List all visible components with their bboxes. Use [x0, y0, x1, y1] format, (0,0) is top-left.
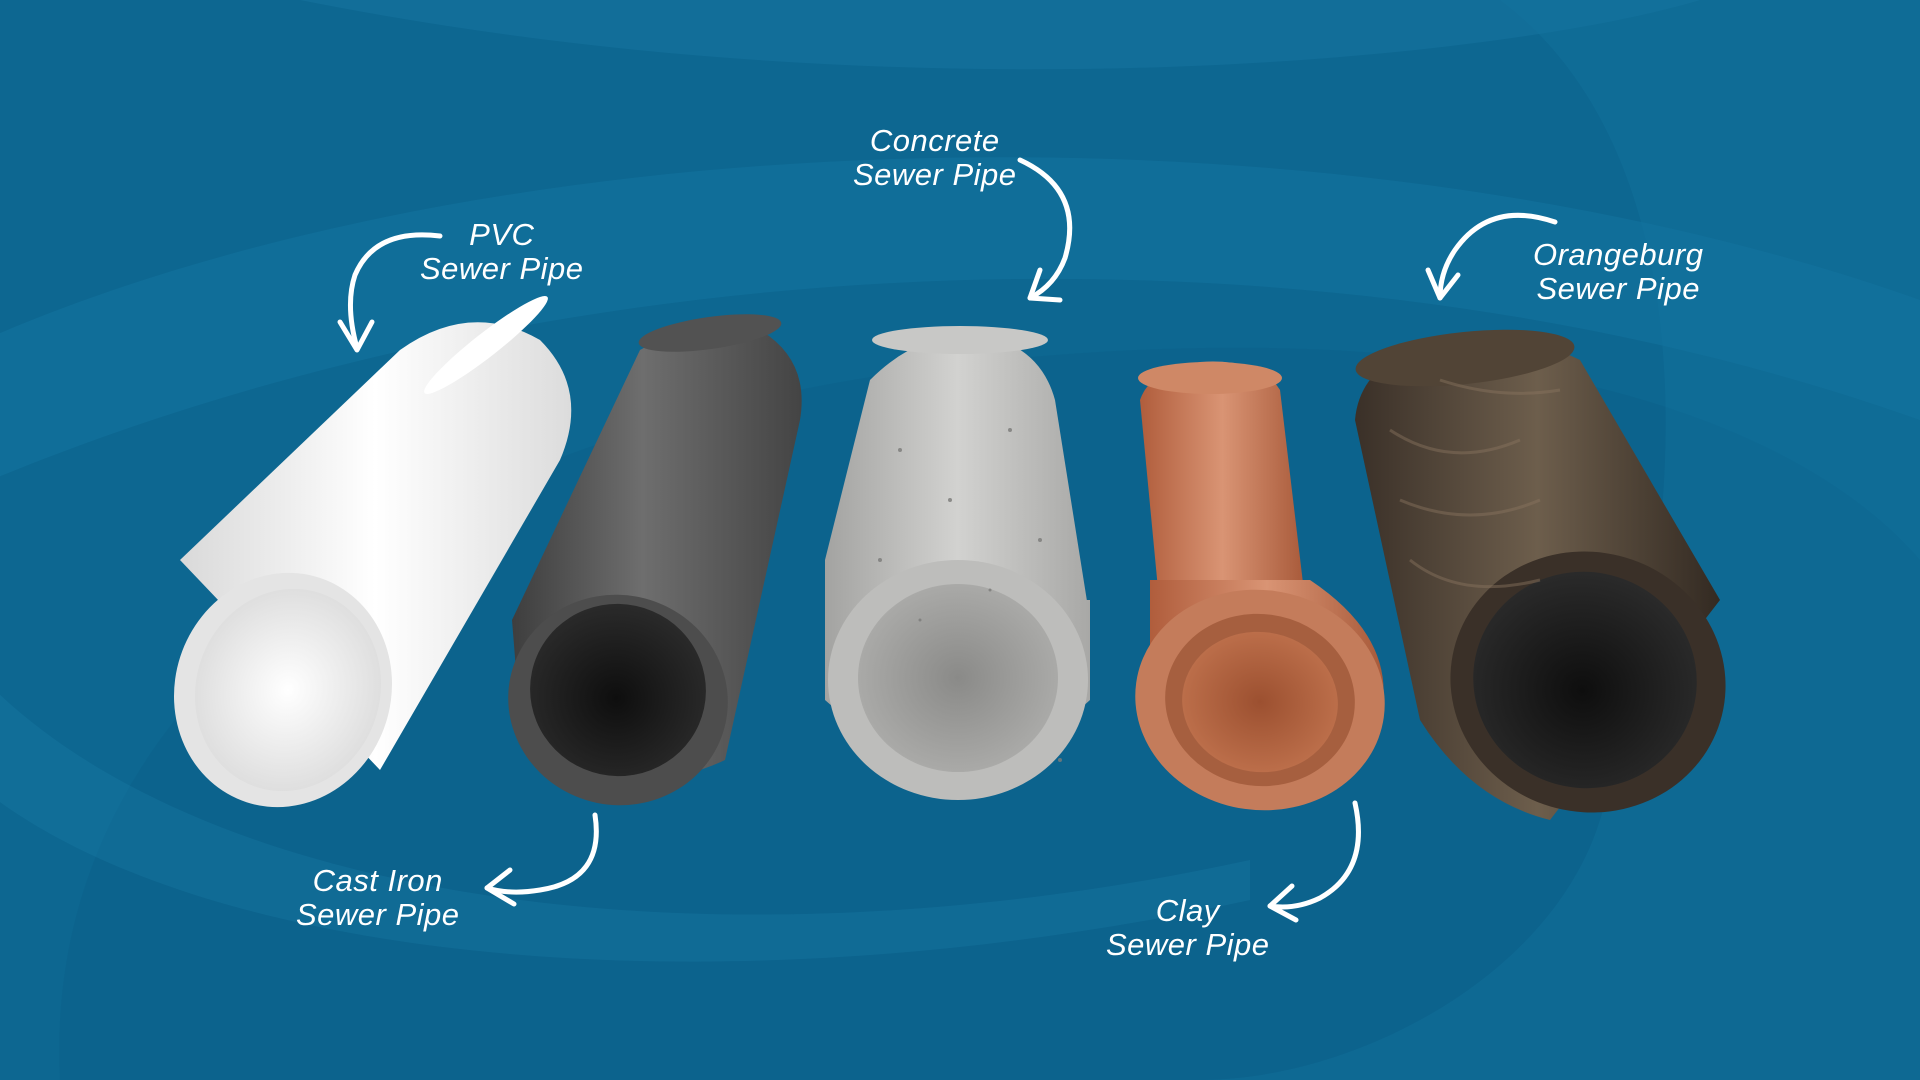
clay-pipe — [1135, 361, 1385, 811]
clay-arrow-icon — [1267, 800, 1361, 923]
clay-label: Clay Sewer Pipe — [1106, 894, 1270, 962]
concrete-arrow-icon — [1017, 157, 1073, 303]
concrete-label-line1: Concrete — [869, 123, 1000, 158]
orangeburg-label-line2: Sewer Pipe — [1536, 271, 1700, 306]
clay-label-line1: Clay — [1155, 893, 1220, 928]
concrete-label-line2: Sewer Pipe — [853, 157, 1017, 192]
orangeburg-arrow-icon — [1425, 212, 1558, 301]
pvc-label-line1: PVC — [469, 217, 535, 252]
orangeburg-label: Orangeburg Sewer Pipe — [1533, 238, 1703, 306]
cast-iron-pipe — [508, 314, 802, 806]
concrete-pipe — [825, 326, 1090, 800]
cast-iron-arrow-icon — [484, 812, 599, 907]
orangeburg-label-line1: Orangeburg — [1533, 237, 1704, 272]
concrete-label: Concrete Sewer Pipe — [853, 124, 1017, 192]
cast-iron-label-line1: Cast Iron — [312, 863, 443, 898]
cast-iron-label: Cast Iron Sewer Pipe — [296, 864, 460, 932]
pvc-label-line2: Sewer Pipe — [420, 251, 584, 286]
pvc-label: PVC Sewer Pipe — [420, 218, 584, 286]
pvc-arrow-icon — [337, 232, 443, 353]
orangeburg-pipe — [1355, 329, 1726, 820]
pvc-pipe — [174, 296, 572, 808]
clay-label-line2: Sewer Pipe — [1106, 927, 1270, 962]
cast-iron-label-line2: Sewer Pipe — [296, 897, 460, 932]
